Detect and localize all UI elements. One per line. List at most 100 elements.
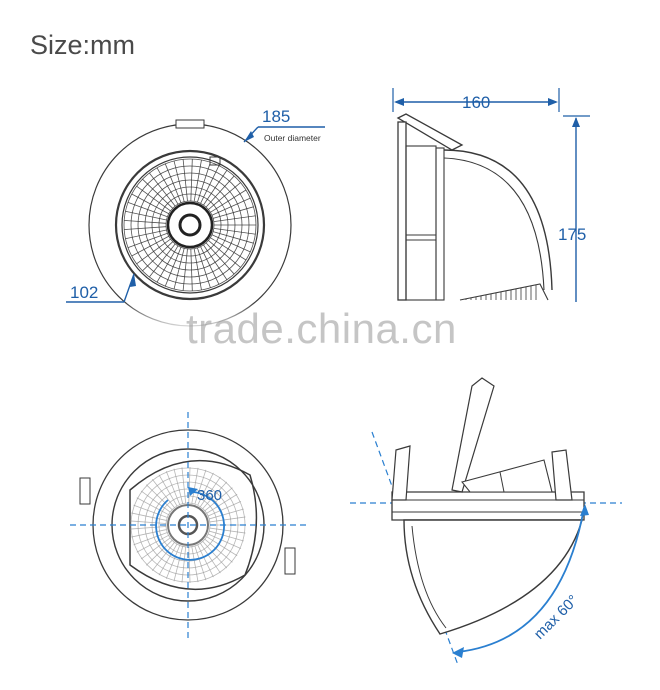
reflector-facet-line: [140, 537, 171, 560]
reflector-facet-line: [130, 526, 167, 530]
reflector-facet-line: [156, 245, 179, 283]
housing-curve-inner: [443, 157, 545, 291]
reflector-facet-line: [191, 467, 199, 504]
reflector-facet-line: [213, 227, 256, 235]
rot-tilted-head: [129, 459, 258, 591]
reflector-facet-line: [164, 247, 182, 287]
reflector-facet-line: [207, 501, 242, 517]
housing-curve-outer: [443, 149, 553, 291]
tilt-arc-arrow-top: [580, 504, 589, 516]
reflector-facet-line: [142, 241, 174, 272]
tilt-label: max 60°: [531, 592, 582, 643]
reflector-facet-line: [208, 182, 241, 210]
reflector-facet-line: [206, 493, 238, 514]
reflector-facet-line: [142, 178, 174, 209]
reflector-facet-line: [131, 235, 169, 257]
reflector-facet-line: [212, 206, 254, 219]
reflector-facet-line: [209, 508, 244, 520]
dim-160-arrow-left: [394, 98, 404, 106]
reflector-facet-line: [158, 543, 178, 576]
reflector-facet-line: [124, 219, 167, 224]
reflector-facet-line: [136, 238, 171, 265]
rotation-label: 360: [197, 487, 222, 504]
reflector-facet-line: [156, 167, 179, 205]
height-value: 175: [558, 225, 586, 244]
tilt-spring-arm: [451, 377, 495, 493]
reflector-facet-line: [203, 244, 228, 280]
reflector-facet-line: [182, 248, 188, 291]
dim-175-arrow-top: [572, 117, 580, 127]
reflector-facet-line: [131, 193, 169, 215]
front-view: 185 Outer diameter 102: [66, 107, 325, 327]
reflector-facet-line: [197, 247, 211, 288]
reflector-facet-line: [188, 546, 191, 583]
driver-box: [405, 145, 437, 301]
reflector-facet-line: [190, 159, 193, 202]
dim-102-arrow: [130, 274, 136, 287]
reflector-facet-line: [205, 175, 235, 208]
watermark-text: trade.china.cn: [186, 305, 457, 352]
reflector-facet-line: [209, 530, 244, 542]
outer-diameter-label: Outer diameter: [264, 133, 321, 143]
reflector-grid: [123, 158, 257, 292]
reflector-facet-line: [181, 546, 187, 583]
width-value: 160: [462, 93, 490, 112]
reflector-facet-line: [164, 163, 182, 203]
tilt-view: max 60°: [350, 377, 622, 666]
reflector-facet-line: [124, 226, 167, 231]
rot-clip-left: [79, 477, 91, 505]
spring-clip-top: [175, 119, 205, 129]
reflector-facet-line: [200, 246, 220, 285]
reflector-facet-line: [182, 159, 188, 202]
lens-center: [178, 213, 202, 237]
reflector-facet-line: [131, 512, 167, 521]
dim-102-leader: [123, 273, 135, 303]
tilt-driver-box: [461, 459, 553, 493]
reflector-facet-line: [149, 172, 176, 207]
reflector-facet-line: [165, 545, 181, 579]
reflector-facet-line: [197, 472, 214, 506]
reflector-facet-line: [173, 546, 184, 582]
bezel-edge: [459, 283, 549, 301]
tilt-clip-right: [551, 449, 573, 501]
side-view: 160 175: [392, 88, 590, 302]
reflector-facet-line: [205, 242, 235, 275]
reflector-facet-line: [197, 162, 211, 203]
reflector-facet-line: [173, 248, 185, 290]
dim-160-arrow-right: [548, 98, 558, 106]
tilt-head-body: [403, 519, 583, 635]
rotation-arc: [155, 491, 225, 561]
reflector-facet-line: [194, 545, 207, 581]
reflector-facet-line: [211, 234, 251, 253]
reflector-facet-line: [125, 210, 167, 221]
rotation-arrow-head: [188, 487, 198, 496]
reflector-facet-line: [211, 197, 251, 216]
bezel-ring: [114, 149, 266, 301]
reflector-facet-line: [209, 516, 246, 523]
reflector-facet-line: [165, 471, 181, 505]
tilt-clip-left: [391, 445, 411, 501]
bezel-hatching: [465, 284, 537, 300]
reflector-facet-line: [125, 229, 167, 240]
reflector-facet-line: [199, 476, 221, 507]
reflector-facet-line: [193, 159, 202, 202]
screw-detail: [209, 156, 221, 166]
reflector-facet-line: [207, 533, 242, 549]
reflector-facet-line: [209, 527, 246, 534]
reflector-facet-line: [136, 185, 171, 212]
reflector-facet-line: [210, 189, 247, 213]
reflector-facet-line: [127, 232, 168, 248]
reflector-facet-line: [136, 497, 169, 516]
rotation-view: 360: [70, 412, 308, 640]
lens-ring: [166, 201, 214, 249]
reflector-facet-line: [181, 467, 187, 504]
reflector-facet-line: [173, 468, 184, 504]
reflector-facet-line: [213, 215, 256, 223]
reflector-facet-line: [133, 532, 168, 546]
tilt-head-inner: [411, 525, 447, 629]
reflector-facet-line: [149, 243, 176, 278]
reflector-facet-line: [199, 543, 221, 574]
reflector-facet-line: [146, 539, 173, 566]
